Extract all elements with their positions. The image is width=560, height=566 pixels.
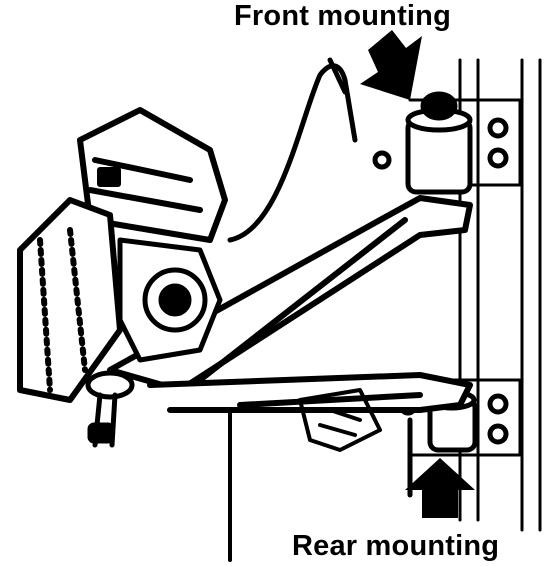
brake-hose: [227, 57, 358, 243]
rear-crossmember: [228, 388, 382, 562]
front-mounting-bushing: [372, 91, 509, 195]
ball-joint: [85, 370, 135, 448]
front-mounting-label: Front mounting: [234, 0, 452, 32]
arrow-up-icon: [405, 458, 475, 518]
steering-knuckle: [117, 237, 223, 363]
rear-mounting-label: Rear mounting: [292, 530, 500, 562]
brake-disc: [17, 197, 123, 403]
arrow-down-right-icon: [360, 30, 422, 100]
